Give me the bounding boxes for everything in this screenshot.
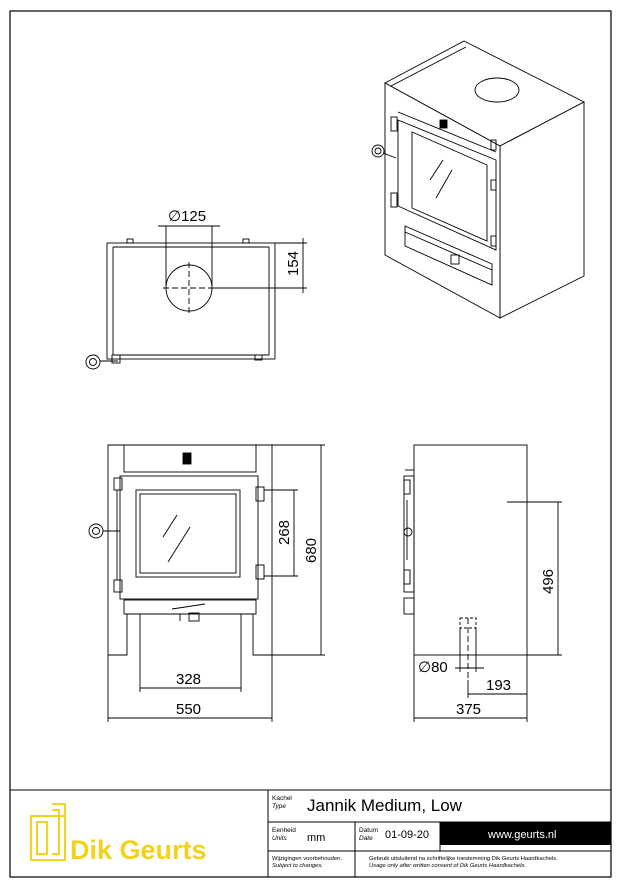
sheet-border xyxy=(9,10,612,878)
logo-text: Dik Geurts xyxy=(70,835,207,865)
date-label-nl: Datum xyxy=(359,827,378,834)
type-label-en: Type xyxy=(272,803,286,810)
date-label-en: Date xyxy=(359,835,373,842)
front-view xyxy=(88,444,325,722)
usage-note-en: Usage only after written consent of Dik … xyxy=(369,863,526,869)
dim-door-height: 268 xyxy=(276,520,293,545)
dim-total-depth: 375 xyxy=(456,701,481,718)
website-bar xyxy=(440,822,611,845)
dim-leg-spacing: 328 xyxy=(176,671,201,688)
dim-flue-height: 496 xyxy=(540,569,557,594)
isometric-view xyxy=(371,40,585,319)
type-label-nl: Kachel xyxy=(272,795,292,802)
dim-rear-flue-diameter: ∅80 xyxy=(418,659,448,676)
product-name: Jannik Medium, Low xyxy=(307,796,463,815)
units-label-en: Units xyxy=(272,835,288,842)
changes-note-nl: Wijzigingen voorbehouden. xyxy=(272,856,342,862)
units-label-nl: Eenheid xyxy=(272,827,296,834)
website-link[interactable]: www.geurts.nl xyxy=(487,829,556,841)
changes-note-en: Subject to changes. xyxy=(272,863,323,869)
dim-total-width: 550 xyxy=(176,701,201,718)
top-view xyxy=(85,225,307,370)
units-value: mm xyxy=(307,832,325,844)
dim-flue-offset: 154 xyxy=(285,251,302,276)
usage-note-nl: Gebruik uitsluitend na schriftelijke toe… xyxy=(369,856,558,862)
side-view xyxy=(403,444,562,722)
dim-flue-diameter: ∅125 xyxy=(168,208,206,225)
dim-rear-flue-offset: 193 xyxy=(486,677,511,694)
dik-geurts-logo xyxy=(30,803,66,861)
date-value: 01-09-20 xyxy=(385,829,429,841)
dim-total-height: 680 xyxy=(303,538,320,563)
